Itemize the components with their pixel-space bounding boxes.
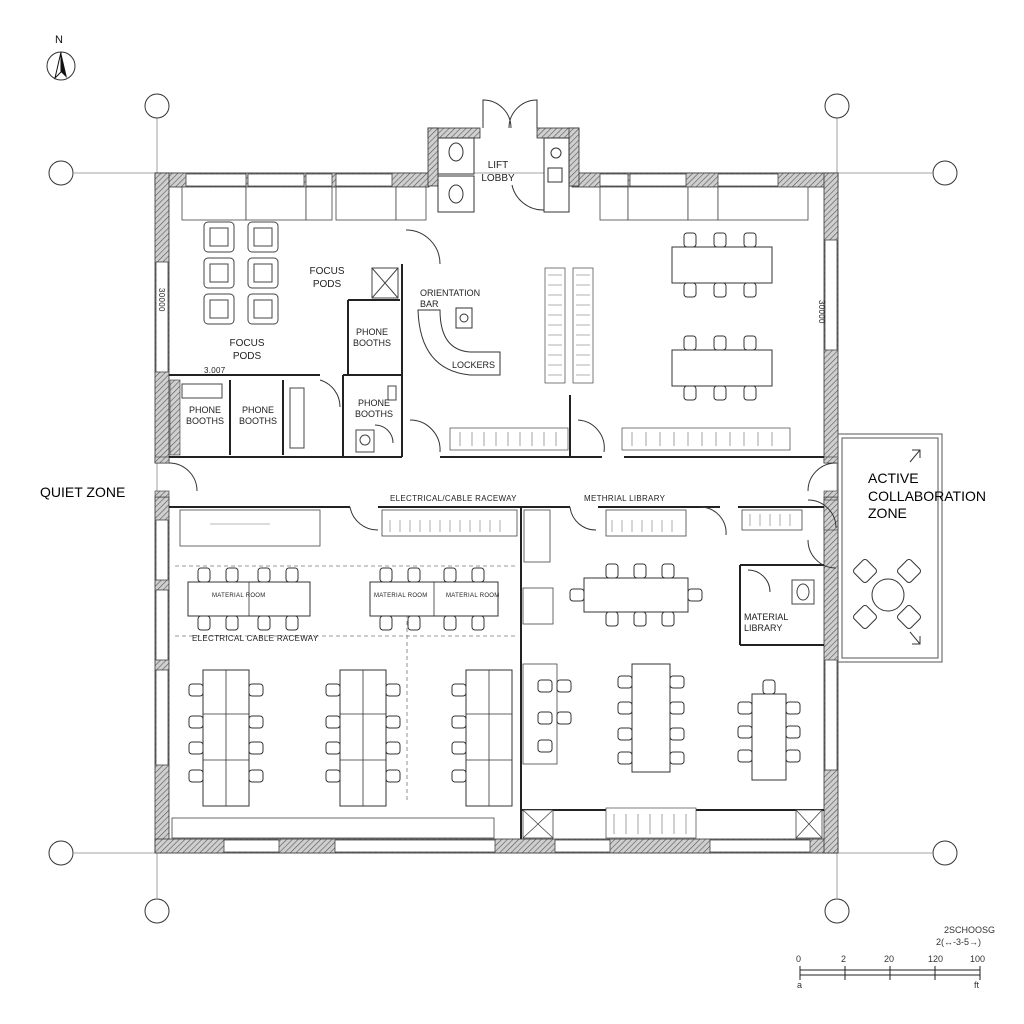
dimension-label: 3.007 [204, 366, 226, 375]
quiet-desk-dividers [203, 582, 512, 806]
phone-booths-label: PHONE BOOTHS [354, 398, 393, 420]
material-library-fixtures [791, 579, 815, 605]
focus-pods-label: FOCUS PODS [229, 338, 265, 362]
scale-bar [799, 966, 981, 980]
focus-pod-chairs [203, 221, 279, 325]
orientation-bar-label: ORIENTATION BAR [420, 288, 481, 310]
cable-raceway [175, 565, 515, 800]
windows [155, 173, 838, 853]
ne-chairs [683, 232, 757, 401]
phone-booths-label: PHONE BOOTHS [238, 405, 277, 427]
table-tag: MATERIAL ROOM [374, 593, 428, 599]
scale-note: 2(↔-3-5→) [936, 937, 982, 947]
raceway-annotation: ELECTRICAL CABLE RACEWAY [192, 634, 319, 643]
quiet-zone-storage-marks [210, 514, 791, 532]
quiet-zone-storage [171, 509, 803, 839]
orientation-bar-counter [417, 307, 501, 376]
focus-pods-label: FOCUS PODS [309, 266, 345, 290]
scale-sub-label: ft [974, 980, 980, 990]
grid-bubbles [48, 93, 958, 924]
locker-hatching [459, 274, 773, 834]
scale-tick-label: 2 [841, 954, 847, 964]
north-arrow-icon [46, 51, 76, 81]
terrace-arrow-icons [909, 449, 921, 645]
scale-note: 2SCHOOSG [944, 925, 996, 935]
table-tag: MATERIAL ROOM [446, 593, 500, 599]
raceway-annotation: ELECTRICAL/CABLE RACEWAY [390, 494, 517, 503]
lift-lobby-fixtures [437, 137, 570, 213]
quiet-zone-label: QUIET ZONE [40, 484, 126, 500]
scale-sub-label: a [797, 980, 803, 990]
material-library-label: MATERIAL LIBRARY [744, 612, 789, 634]
interior-walls [169, 264, 824, 839]
quiet-chairs [188, 567, 485, 783]
terrace [837, 433, 943, 663]
phone-booth-fixtures [181, 383, 397, 453]
scale-tick-label: 0 [796, 954, 802, 964]
active-zone-tables [583, 577, 787, 781]
north-bench-units [181, 186, 809, 221]
lockers-label: LOCKERS [452, 360, 496, 370]
active-zone-label: ACTIVE COLLABORATION ZONE [868, 470, 986, 521]
lift-lobby-label: LIFT LOBBY [481, 160, 515, 184]
storage-box [371, 267, 399, 299]
library-annotation: METHRIAL LIBRARY [584, 494, 666, 503]
scale-tick-label: 100 [970, 954, 986, 964]
dimension-label: 30000 [817, 300, 826, 324]
scale-tick-label: 120 [928, 954, 944, 964]
scale-tick-label: 20 [884, 954, 895, 964]
phone-booths-label: PHONE BOOTHS [185, 405, 224, 427]
doors [168, 99, 837, 593]
phone-booths-label: PHONE BOOTHS [352, 327, 391, 349]
table-tag: MATERIAL ROOM [212, 593, 266, 599]
north-label: N [55, 34, 63, 46]
terrace-round-table [853, 559, 921, 629]
ne-meeting-tables [671, 246, 773, 387]
dimension-label: 30000 [157, 288, 166, 312]
locker-racks [449, 267, 791, 839]
active-zone-chairs [537, 563, 801, 765]
